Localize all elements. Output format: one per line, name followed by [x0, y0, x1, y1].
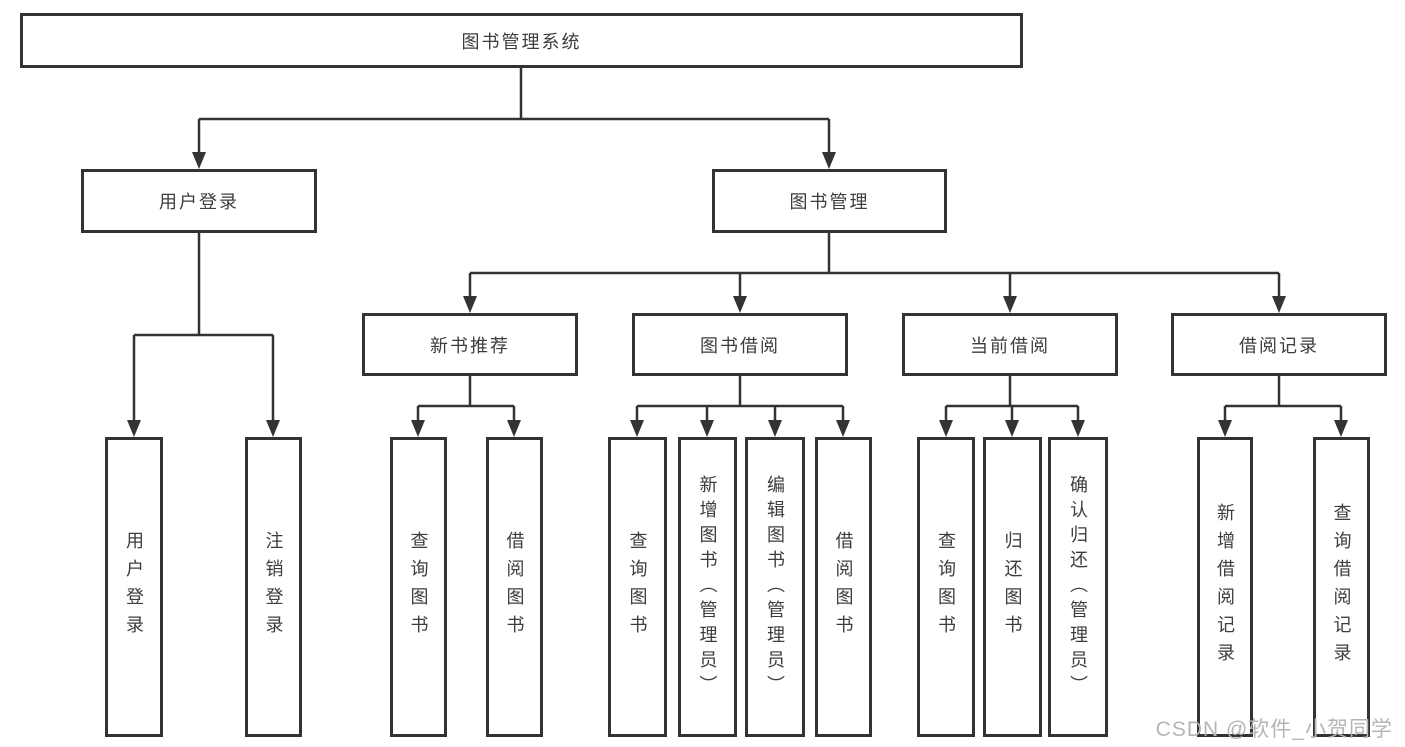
node-label: 图书管理系统: [461, 31, 582, 52]
node-library-management-system: 图书管理系统: [20, 13, 1023, 68]
node-logout: 注销登录: [245, 437, 302, 737]
node-user-login: 用户登录: [81, 169, 317, 233]
node-label: 借阅图书: [504, 531, 525, 643]
node-current-borrowing: 当前借阅: [902, 313, 1118, 376]
node-add-borrow-record: 新增借阅记录: [1197, 437, 1253, 737]
node-return-books: 归还图书: [983, 437, 1042, 737]
node-label: 新增借阅记录: [1215, 503, 1235, 671]
node-label: 新书推荐: [430, 335, 510, 356]
node-add-books-admin: 新增图书（管理员）: [678, 437, 737, 737]
node-label: 借阅记录: [1239, 335, 1319, 356]
node-label: 当前借阅: [970, 335, 1050, 356]
node-query-borrow-record: 查询借阅记录: [1313, 437, 1370, 737]
node-borrowing-records: 借阅记录: [1171, 313, 1387, 376]
node-label: 图书借阅: [700, 335, 780, 356]
node-label: 查询图书: [627, 531, 648, 643]
node-book-borrowing: 图书借阅: [632, 313, 848, 376]
node-label: 查询图书: [408, 531, 429, 643]
node-user-login-leaf: 用户登录: [105, 437, 163, 737]
node-borrow-books-recommend: 借阅图书: [486, 437, 543, 737]
node-label: 编辑图书（管理员）: [765, 474, 785, 700]
node-label: 借阅图书: [833, 531, 854, 643]
node-confirm-return-admin: 确认归还（管理员）: [1048, 437, 1108, 737]
node-new-book-recommendation: 新书推荐: [362, 313, 578, 376]
node-label: 图书管理: [789, 192, 870, 212]
node-label: 用户登录: [124, 531, 144, 643]
node-query-books-recommend: 查询图书: [390, 437, 447, 737]
node-label: 归还图书: [1002, 531, 1023, 643]
node-label: 查询借阅记录: [1331, 503, 1352, 671]
node-book-management: 图书管理: [712, 169, 947, 233]
node-query-books-current: 查询图书: [917, 437, 975, 737]
node-label: 注销登录: [263, 531, 284, 643]
watermark: CSDN @软件_小贺同学: [1155, 718, 1393, 741]
node-edit-books-admin: 编辑图书（管理员）: [745, 437, 805, 737]
arrowheads: [127, 152, 1348, 437]
node-borrow-books-leaf: 借阅图书: [815, 437, 872, 737]
node-query-books-borrowing: 查询图书: [608, 437, 667, 737]
node-label: 新增图书（管理员）: [697, 474, 718, 700]
node-label: 用户登录: [159, 192, 239, 212]
node-label: 确认归还（管理员）: [1068, 474, 1088, 700]
node-label: 查询图书: [936, 531, 956, 643]
